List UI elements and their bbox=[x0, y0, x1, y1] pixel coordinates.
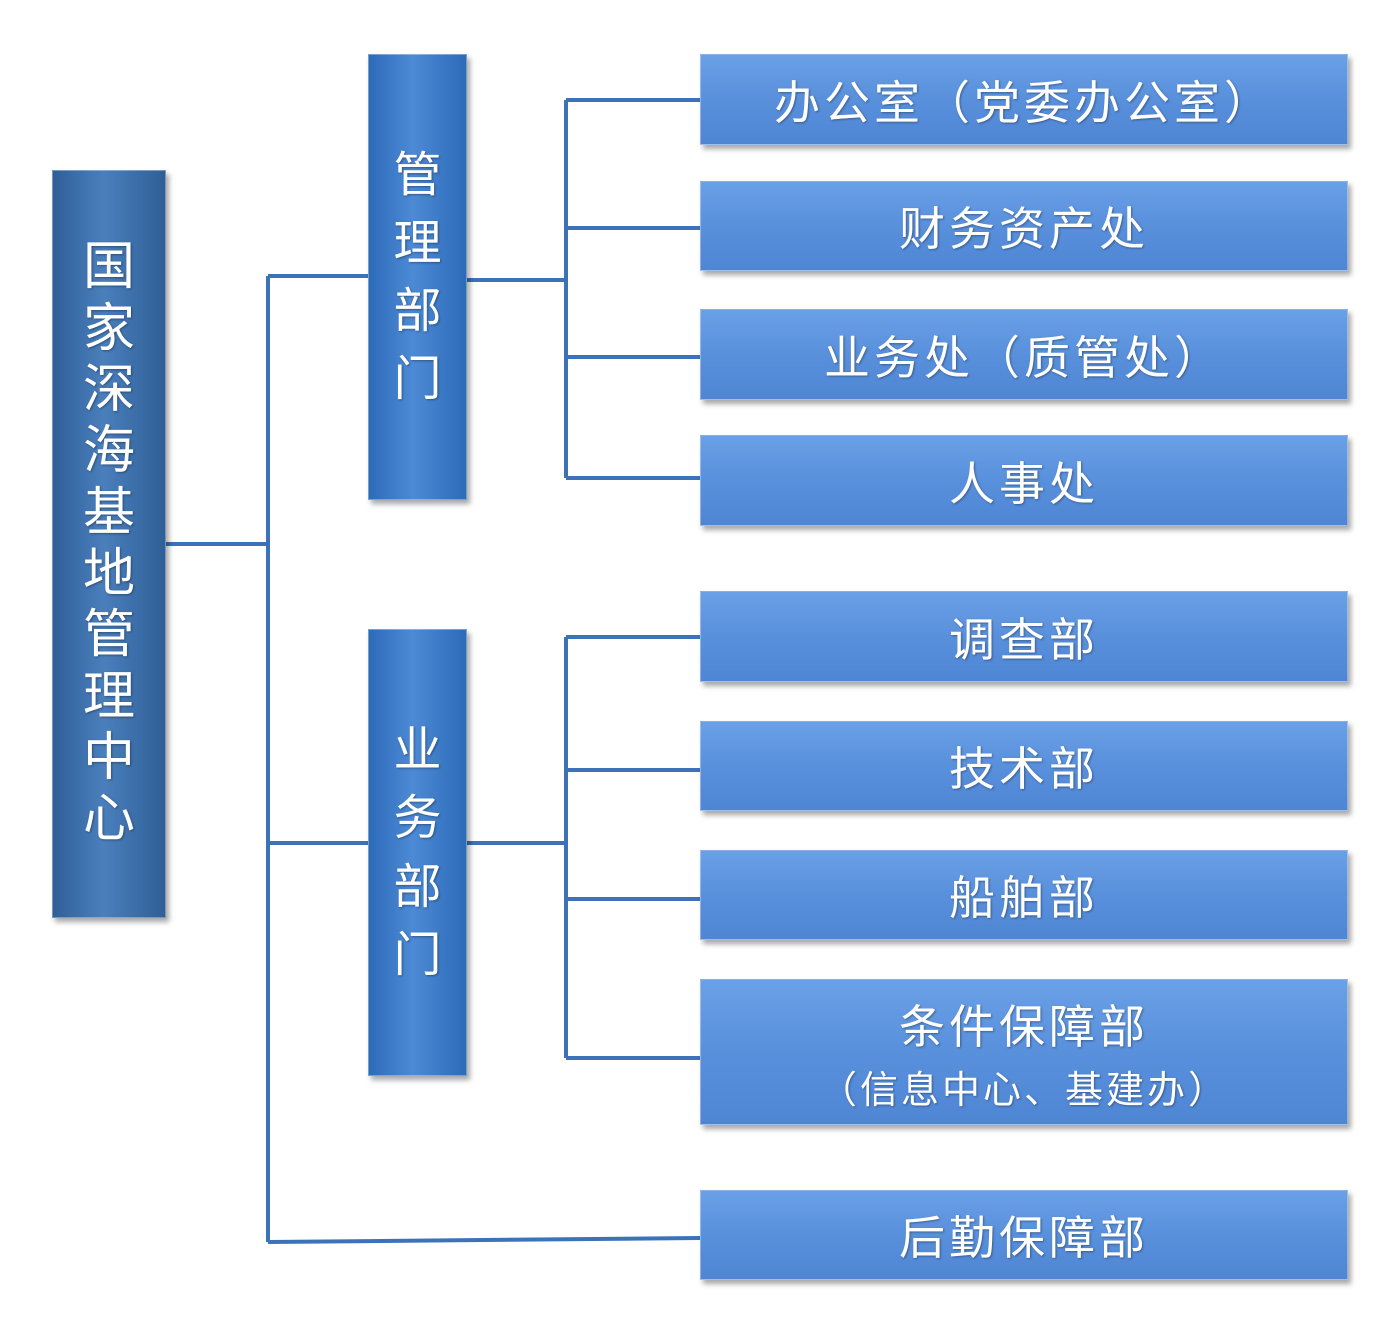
leaf-label: 船舶部 bbox=[949, 871, 1099, 925]
label-char: 理 bbox=[82, 666, 135, 727]
leaf-label: 业务处（质管处） bbox=[824, 330, 1224, 385]
label-char: 部 bbox=[393, 283, 442, 339]
group-node-management: 管理部门 bbox=[368, 54, 467, 500]
label-char: 心 bbox=[82, 789, 135, 850]
label-char: 中 bbox=[82, 728, 135, 789]
leaf-survey: 调查部 bbox=[700, 591, 1348, 682]
leaf-business-office: 业务处（质管处） bbox=[700, 309, 1348, 400]
group-label-business: 业务部门 bbox=[393, 716, 441, 989]
label-char: 门 bbox=[393, 351, 442, 408]
leaf-label: 财务资产处 bbox=[899, 202, 1149, 256]
leaf-label: 条件保障部 bbox=[899, 999, 1149, 1054]
label-char: 海 bbox=[82, 421, 135, 482]
leaf-finance: 财务资产处 bbox=[700, 181, 1348, 271]
label-char: 务 bbox=[393, 790, 442, 847]
leaf-personnel: 人事处 bbox=[700, 435, 1348, 526]
leaf-ships: 船舶部 bbox=[700, 850, 1348, 940]
label-char: 部 bbox=[393, 858, 442, 915]
label-char: 管 bbox=[393, 146, 442, 203]
branch-to-logistics bbox=[267, 1236, 701, 1244]
label-char: 理 bbox=[393, 214, 442, 271]
label-char: 家 bbox=[82, 298, 135, 359]
label-char: 管 bbox=[82, 605, 135, 666]
group-label-management: 管理部门 bbox=[393, 141, 441, 414]
label-char: 基 bbox=[82, 482, 135, 543]
label-char: 门 bbox=[393, 926, 442, 983]
leaf-label: 人事处 bbox=[949, 456, 1099, 511]
leaf-label: 办公室（党委办公室） bbox=[774, 75, 1274, 130]
leaf-logistics: 后勤保障部 bbox=[700, 1190, 1348, 1280]
leaf-label: 调查部 bbox=[949, 612, 1099, 667]
label-char: 深 bbox=[82, 359, 135, 420]
root-node: 国家深海基地管理中心 bbox=[52, 170, 166, 918]
label-char: 地 bbox=[82, 544, 135, 604]
label-char: 国 bbox=[82, 237, 135, 298]
leaf-label: 技术部 bbox=[949, 742, 1099, 796]
group-node-business: 业务部门 bbox=[368, 629, 467, 1076]
leaf-label: 后勤保障部 bbox=[899, 1211, 1149, 1265]
leaf-office: 办公室（党委办公室） bbox=[700, 54, 1348, 145]
leaf-note: （信息中心、基建办） bbox=[818, 1067, 1229, 1112]
root-label: 国家深海基地管理中心 bbox=[83, 237, 135, 851]
label-char: 业 bbox=[393, 722, 442, 779]
leaf-technology: 技术部 bbox=[700, 721, 1348, 811]
leaf-support: 条件保障部 （信息中心、基建办） bbox=[700, 979, 1348, 1125]
